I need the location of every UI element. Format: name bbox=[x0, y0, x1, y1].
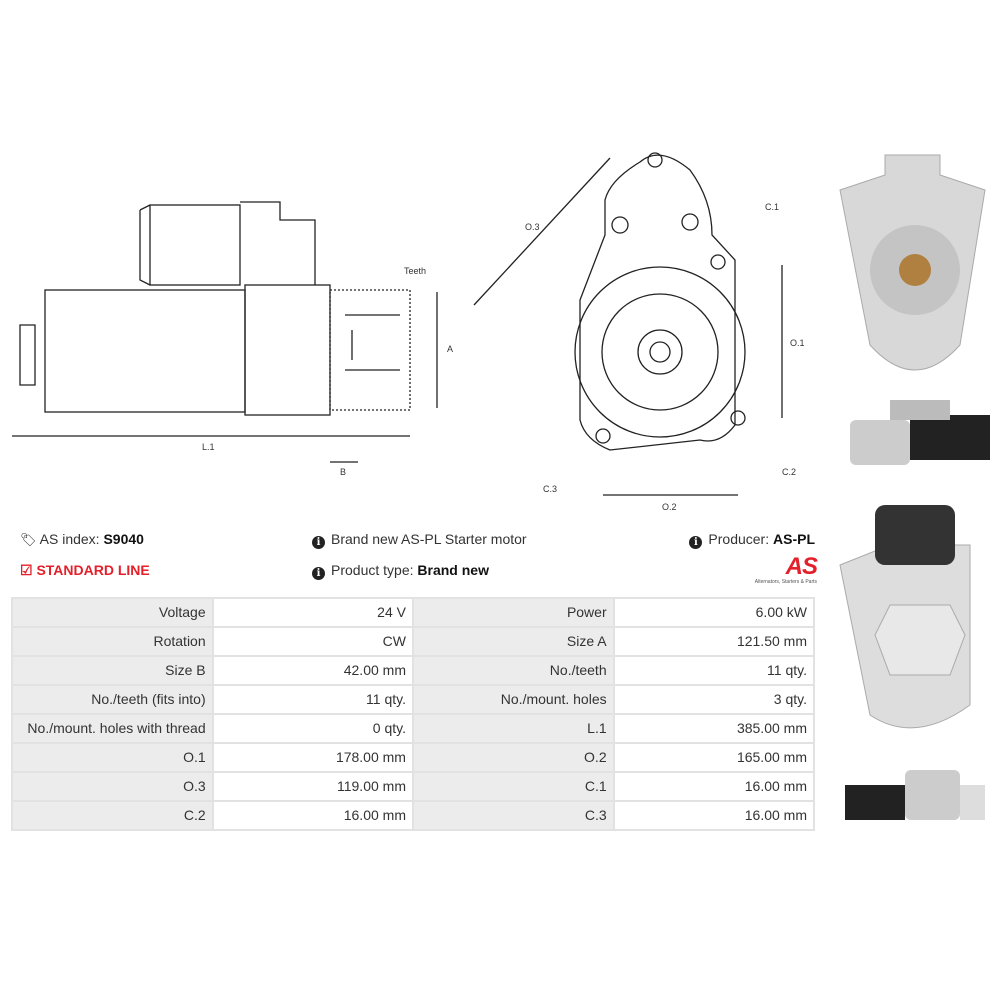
as-index-value: S9040 bbox=[103, 531, 144, 547]
label-teeth: Teeth bbox=[404, 266, 426, 276]
standard-line-label: STANDARD LINE bbox=[36, 562, 150, 578]
label-a: A bbox=[447, 344, 453, 354]
photo-side-view-1 bbox=[850, 400, 990, 465]
spec-label: Size B bbox=[11, 655, 214, 686]
label-l1: L.1 bbox=[202, 442, 215, 452]
technical-drawing: Teeth A B L.1 O.3 C.1 O.1 C.2 C.3 O.2 bbox=[12, 152, 805, 510]
description: i Brand new AS-PL Starter motor bbox=[312, 531, 527, 549]
spec-label: O.1 bbox=[11, 742, 214, 773]
label-c3: C.3 bbox=[543, 484, 557, 494]
info-icon: i bbox=[312, 567, 325, 580]
photo-side-view-2 bbox=[845, 770, 985, 820]
label-c2: C.2 bbox=[782, 467, 796, 477]
logo-mark: AS bbox=[785, 553, 818, 580]
as-index: 🏷︎ AS index: S9040 bbox=[20, 531, 144, 548]
spec-value: 11 qty. bbox=[612, 655, 816, 686]
spec-label: No./mount. holes bbox=[411, 684, 615, 715]
product-type-label: Product type: bbox=[331, 562, 414, 578]
spec-label: No./mount. holes with thread bbox=[11, 713, 214, 744]
producer-label: Producer: bbox=[708, 531, 770, 547]
photo-rear-view bbox=[839, 505, 971, 729]
spec-label: L.1 bbox=[411, 713, 615, 744]
spec-value: 121.50 mm bbox=[612, 626, 816, 657]
product-type-value: Brand new bbox=[417, 562, 489, 578]
as-index-label: AS index: bbox=[39, 531, 100, 547]
spec-label: O.3 bbox=[11, 771, 214, 802]
spec-value: 119.00 mm bbox=[211, 771, 414, 802]
spec-value: 6.00 kW bbox=[612, 597, 816, 628]
spec-value: 0 qty. bbox=[211, 713, 414, 744]
spec-value: 385.00 mm bbox=[612, 713, 816, 744]
spec-label: O.2 bbox=[411, 742, 615, 773]
tag-icon: 🏷︎ bbox=[20, 532, 37, 547]
product-type: i Product type: Brand new bbox=[312, 562, 489, 580]
checkbox-icon: ☑ bbox=[20, 562, 33, 578]
photo-front-view bbox=[839, 154, 986, 371]
info-icon: i bbox=[312, 536, 325, 549]
spec-label: No./teeth bbox=[411, 655, 615, 686]
label-o3: O.3 bbox=[525, 222, 540, 232]
spec-label: C.3 bbox=[411, 800, 615, 831]
spec-value: 16.00 mm bbox=[612, 800, 816, 831]
side-view-drawing bbox=[12, 201, 438, 463]
label-o1: O.1 bbox=[790, 338, 805, 348]
spec-value: 11 qty. bbox=[211, 684, 414, 715]
spec-label: C.2 bbox=[11, 800, 214, 831]
product-photos bbox=[839, 154, 990, 820]
spec-label: Size A bbox=[411, 626, 615, 657]
label-o2: O.2 bbox=[662, 502, 677, 510]
spec-value: 16.00 mm bbox=[612, 771, 816, 802]
spec-value: 16.00 mm bbox=[211, 800, 414, 831]
spec-row: No./teeth (fits into)11 qty.No./mount. h… bbox=[11, 684, 816, 715]
label-c1: C.1 bbox=[765, 202, 779, 212]
info-icon: i bbox=[689, 536, 703, 549]
label-b: B bbox=[340, 467, 346, 477]
spec-label: Voltage bbox=[11, 597, 214, 628]
producer: i Producer: AS-PL bbox=[689, 531, 815, 549]
spec-label: Power bbox=[411, 597, 615, 628]
spec-value: 165.00 mm bbox=[612, 742, 816, 773]
spec-value: 24 V bbox=[211, 597, 414, 628]
front-view-drawing bbox=[473, 152, 783, 496]
spec-label: No./teeth (fits into) bbox=[11, 684, 214, 715]
as-pl-logo: AS Alternators, Starters & Parts bbox=[735, 553, 818, 586]
description-text: Brand new AS-PL Starter motor bbox=[331, 531, 527, 547]
spec-value: 3 qty. bbox=[612, 684, 816, 715]
producer-value: AS-PL bbox=[773, 531, 815, 547]
spec-label: Rotation bbox=[11, 626, 214, 657]
spec-value: 178.00 mm bbox=[211, 742, 414, 773]
spec-label: C.1 bbox=[411, 771, 615, 802]
logo-tagline: Alternators, Starters & Parts bbox=[754, 579, 817, 585]
standard-line-badge: ☑ STANDARD LINE bbox=[20, 562, 150, 579]
spec-value: CW bbox=[211, 626, 414, 657]
spec-value: 42.00 mm bbox=[211, 655, 414, 686]
